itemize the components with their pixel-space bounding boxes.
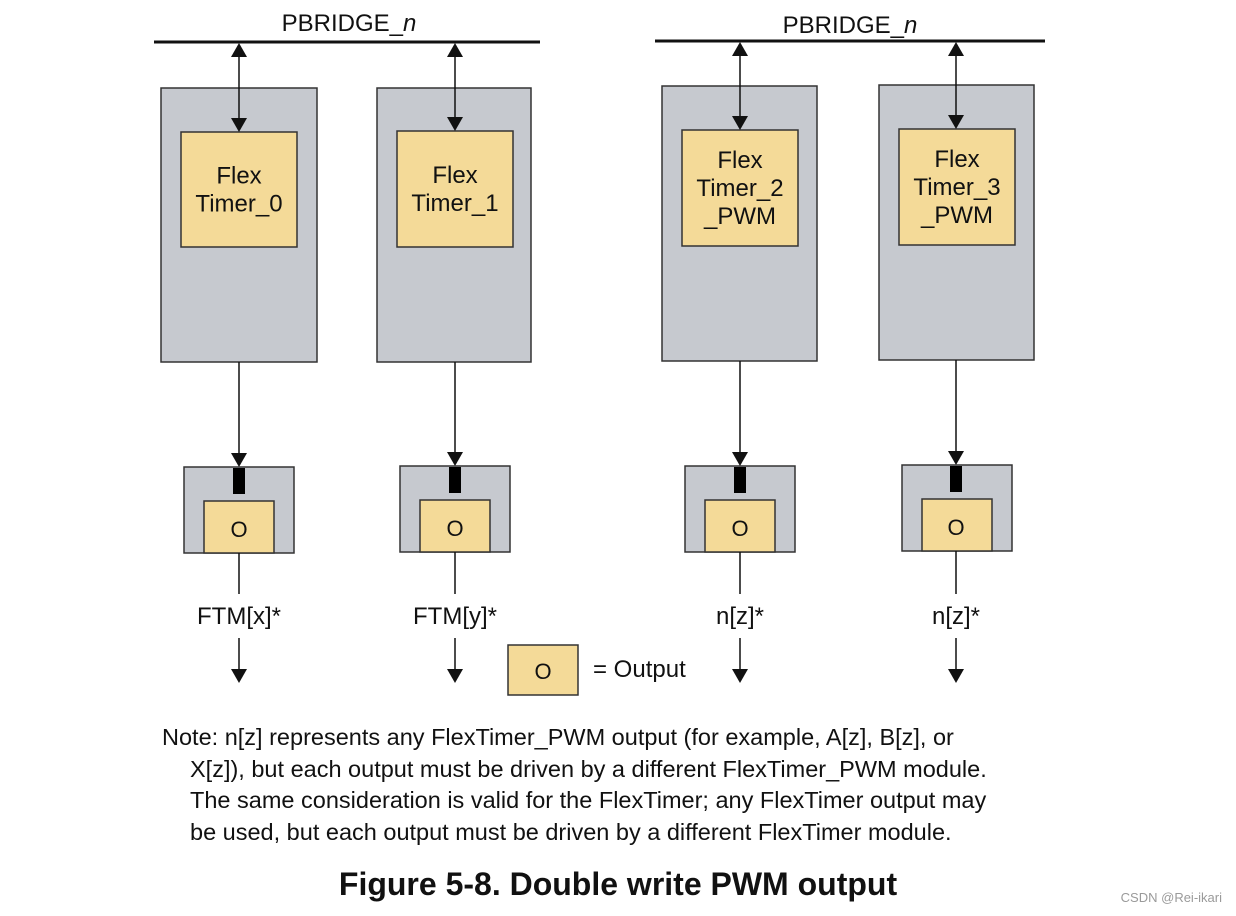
note-text: Note: n[z] represents any FlexTimer_PWM … [162, 722, 1082, 848]
arrow-down-icon [231, 453, 247, 467]
output-signal-label: n[z]* [932, 603, 980, 630]
note-line-3: The same consideration is valid for the … [190, 787, 987, 813]
flextimer-label-line: Timer_2 [696, 175, 783, 202]
arrow-down-icon [732, 669, 748, 683]
arrow-down-icon [447, 117, 463, 131]
arrow-down-icon [231, 669, 247, 683]
arrow-up-icon [948, 42, 964, 56]
flextimer-label-line: Flex [432, 162, 477, 189]
output-signal-label: FTM[x]* [197, 603, 281, 630]
arrow-up-icon [447, 43, 463, 57]
arrow-down-icon [732, 452, 748, 466]
module-2: FlexTimer_2_PWM On[z]* [661, 42, 818, 683]
output-cell [921, 498, 993, 552]
output-symbol: O [947, 515, 964, 540]
connector-bar [233, 468, 245, 494]
flextimer-block [396, 130, 514, 248]
arrow-down-icon [231, 118, 247, 132]
note-line-1: Note: n[z] represents any FlexTimer_PWM … [162, 724, 954, 750]
arrow-down-icon [732, 116, 748, 130]
flextimer-label-line: Timer_3 [913, 174, 1000, 201]
module-0: FlexTimer_0O FTM[x]* [160, 43, 318, 683]
flextimer-label-line: _PWM [703, 203, 776, 230]
flextimer-label-line: Timer_1 [411, 190, 498, 217]
output-cell [203, 500, 275, 554]
bus-label-left: PBRIDGE_n [282, 10, 417, 37]
bus-label-right: PBRIDGE_n [783, 12, 918, 39]
flextimer-label-line: Timer_0 [195, 191, 282, 218]
flextimer-block [180, 131, 298, 248]
flextimer-label-line: Flex [216, 163, 261, 190]
arrow-down-icon [948, 669, 964, 683]
module-1: FlexTimer_1O FTM[y]* [376, 43, 532, 683]
output-symbol: O [230, 517, 247, 542]
connector-bar [449, 467, 461, 493]
arrow-up-icon [732, 42, 748, 56]
output-cell [419, 499, 491, 553]
output-symbol: O [731, 516, 748, 541]
connector-bar [950, 466, 962, 492]
arrow-down-icon [948, 451, 964, 465]
flextimer-label-line: Flex [717, 147, 762, 174]
flextimer-label-line: Flex [934, 146, 979, 173]
legend-output-symbol: O [534, 659, 551, 684]
arrow-up-icon [231, 43, 247, 57]
note-line-4: be used, but each output must be driven … [190, 818, 952, 845]
output-signal-label: FTM[y]* [413, 603, 497, 630]
module-3: FlexTimer_3_PWM On[z]* [878, 42, 1035, 683]
legend-text: = Output [593, 656, 686, 683]
connector-bar [734, 467, 746, 493]
output-symbol: O [446, 516, 463, 541]
watermark: CSDN @Rei-ikari [1120, 890, 1222, 905]
flextimer-label-line: _PWM [920, 202, 993, 229]
arrow-down-icon [447, 669, 463, 683]
output-signal-label: n[z]* [716, 603, 764, 630]
figure-caption: Figure 5-8. Double write PWM output [338, 866, 898, 902]
arrow-down-icon [948, 115, 964, 129]
note-line-2: X[z]), but each output must be driven by… [190, 755, 987, 782]
arrow-down-icon [447, 452, 463, 466]
flextimer-block [898, 128, 1016, 246]
legend: O = Output [507, 644, 686, 696]
legend-output-swatch [507, 644, 579, 696]
